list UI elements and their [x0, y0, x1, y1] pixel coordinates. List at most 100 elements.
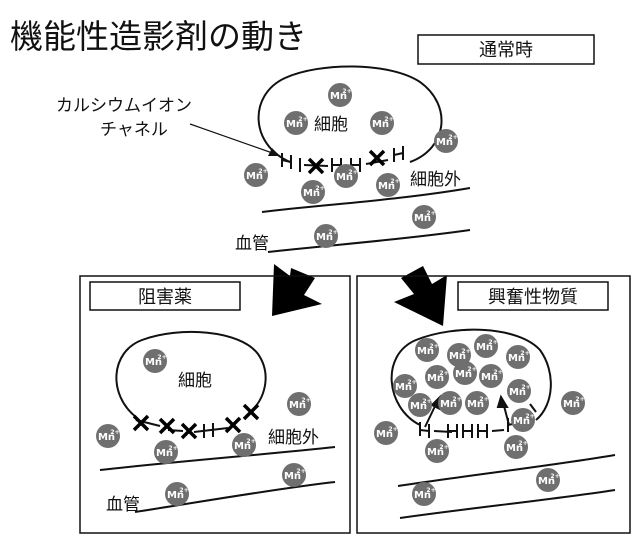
blood-vessel-wall-top	[99, 446, 336, 471]
mn-ion-label: Mn	[414, 490, 431, 501]
blocker-label-box	[89, 281, 241, 311]
mn-ion: Mn2+	[232, 433, 256, 457]
mn-ion-label: Mn	[234, 441, 251, 452]
channel-label-line2: チャネル	[100, 120, 168, 140]
mn-ion-charge: 2+	[301, 397, 310, 404]
mn-ion: Mn2+	[284, 111, 308, 135]
mn-ion: Mn2+	[412, 482, 436, 506]
mn-ion-circle	[412, 482, 436, 506]
mn-ion-charge: 2+	[246, 438, 255, 445]
mn-ion-charge: 2+	[258, 168, 267, 175]
mn-ion-charge: 2+	[328, 229, 337, 236]
mn-ion: Mn2+	[314, 224, 338, 248]
calcium-channels	[135, 419, 229, 438]
stimulant-label: 興奮性物質	[488, 287, 578, 308]
mn-ion-circle	[154, 440, 178, 464]
mn-ion-circle	[96, 424, 120, 448]
mn-ion: Mn2+	[465, 391, 489, 415]
cell-label: 細胞	[314, 115, 348, 135]
mn-ion-label: Mn	[378, 181, 395, 192]
mn-ion-charge: 2+	[426, 487, 435, 494]
mn-ion: Mn2+	[511, 408, 535, 432]
mn-ion-charge: 2+	[157, 354, 166, 361]
mn-ion-circle	[434, 129, 458, 153]
mn-ion-label: Mn	[436, 137, 453, 148]
mn-ion: Mn2+	[479, 364, 503, 388]
mn-ion: Mn2+	[374, 421, 398, 445]
mn-ion: Mn2+	[425, 365, 449, 389]
mn-ion-charge: 2+	[525, 413, 534, 420]
mn-ion-label: Mn	[508, 353, 525, 364]
mn-ion-circle	[374, 421, 398, 445]
mn-ion-label: Mn	[98, 432, 115, 443]
mn-ion-charge: 2+	[550, 473, 559, 480]
stimulant-panel-frame	[356, 275, 631, 534]
blocked-channel-marks	[307, 149, 386, 175]
mn-ion-charge: 2+	[315, 185, 324, 192]
mn-ion: Mn2+	[453, 361, 477, 385]
blocked-channel-marks	[132, 403, 260, 440]
mn-ion-charge: 2+	[407, 379, 416, 386]
mn-ion-circle	[465, 391, 489, 415]
mn-ion-charge: 2+	[296, 468, 305, 475]
normal-label: 通常時	[479, 40, 533, 61]
mn-ion-charge: 2+	[390, 178, 399, 185]
mn-ion-circle	[453, 361, 477, 385]
mn-ion-label: Mn	[156, 448, 173, 459]
mn-ion-label: Mn	[330, 91, 347, 102]
mn-ion-circle	[165, 482, 189, 506]
mn-ion-circle	[393, 374, 417, 398]
mn-ion: Mn2+	[165, 482, 189, 506]
arrow-to-blocker	[272, 264, 322, 316]
mn-ion-circle	[314, 224, 338, 248]
mn-ion-label: Mn	[509, 387, 526, 398]
mn-ion: Mn2+	[287, 392, 311, 416]
mn-ion-charge: 2+	[426, 210, 435, 217]
blocker-panel: 阻害薬 細胞 細胞外 血管 Mn2+ Mn2+ Mn2+ Mn2+ Mn2+ M…	[79, 275, 351, 534]
mn-ion-circle	[425, 439, 449, 463]
mn-ion: Mn2+	[474, 334, 498, 358]
mn-ion-circle	[536, 468, 560, 492]
mn-ion-label: Mn	[427, 447, 444, 458]
mn-ion-charge: 2+	[521, 384, 530, 391]
calcium-channels	[419, 403, 537, 438]
stimulant-label-box	[457, 281, 609, 311]
mn-ion: Mn2+	[376, 173, 400, 197]
mn-ion-label: Mn	[538, 476, 555, 487]
extracellular-label: 細胞外	[268, 428, 319, 448]
mn-ion-charge: 2+	[384, 116, 393, 123]
blood-vessel-wall-bottom	[134, 481, 336, 513]
blood-vessel-wall-bottom	[399, 489, 616, 519]
mn-ion-circle	[376, 173, 400, 197]
mn-ion-circle	[412, 205, 436, 229]
mn-ion: Mn2+	[96, 424, 120, 448]
mn-ion-charge: 2+	[575, 396, 584, 403]
mn-ion: Mn2+	[506, 345, 530, 369]
mn-ion: Mn2+	[415, 338, 439, 362]
blood-vessel-label: 血管	[235, 234, 269, 254]
mn-ion-charge: 2+	[518, 440, 527, 447]
cell-membrane	[257, 65, 443, 163]
mn-ion-circle	[511, 408, 535, 432]
mn-ion-circle	[232, 433, 256, 457]
normal-state: 通常時 細胞 カルシウムイオン チャネル 細胞外 血管 Mn2+ Mn2+	[56, 34, 595, 254]
mn-ion-charge: 2+	[422, 398, 431, 405]
blocker-label: 阻害薬	[138, 287, 192, 308]
mn-ion-charge: 2+	[179, 487, 188, 494]
mn-ion-label: Mn	[410, 401, 427, 412]
mn-ion: Mn2+	[438, 391, 462, 415]
mn-ion-charge: 2+	[439, 370, 448, 377]
mn-ion-charge: 2+	[342, 88, 351, 95]
mn-ion-charge: 2+	[110, 429, 119, 436]
mn-ion-circle	[504, 435, 528, 459]
normal-label-box	[417, 34, 595, 65]
mn-ion-label: Mn	[513, 416, 530, 427]
mn-ion-circle	[506, 345, 530, 369]
mn-ion: Mn2+	[154, 440, 178, 464]
mn-ion-label: Mn	[167, 490, 184, 501]
extracellular-label: 細胞外	[410, 170, 461, 190]
mn-ion-label: Mn	[427, 373, 444, 384]
mn-ion-circle	[282, 463, 306, 487]
mn-ion-label: Mn	[289, 400, 306, 411]
